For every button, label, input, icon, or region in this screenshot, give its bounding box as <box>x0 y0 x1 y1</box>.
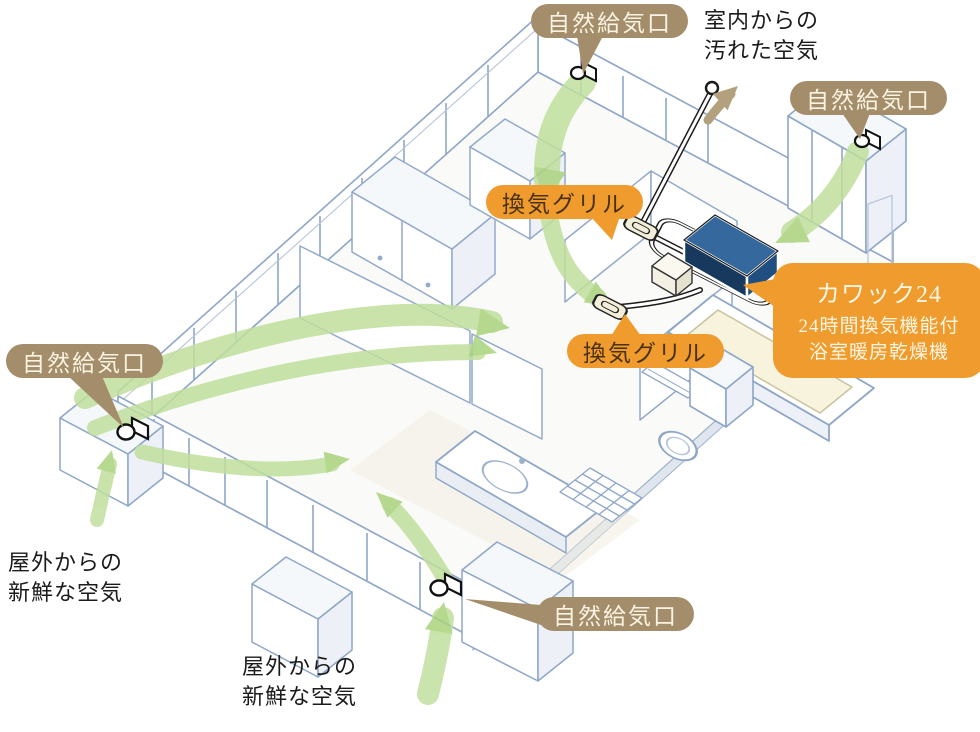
vent-grille-badge-upper: 換気グリル <box>486 185 643 240</box>
air-intake-vent-icon <box>116 416 150 441</box>
dirty-air-note: 室内からの 汚れた空気 <box>704 8 820 63</box>
badge-label: 自然給気口 <box>22 351 147 376</box>
airflow-arrow-icon <box>134 444 340 477</box>
badge-label: 自然給気口 <box>553 604 678 629</box>
exhaust-air-arrow-icon <box>703 86 738 125</box>
badge-label: 換気グリル <box>502 192 627 217</box>
airflow-arrow-icon <box>533 69 596 193</box>
exhaust-outlet-icon <box>704 80 720 96</box>
kawack-subtitle-1: 24時間換気機能付 <box>798 316 960 337</box>
fresh-air-note-bottom: 屋外からの 新鮮な空気 <box>242 654 358 709</box>
badge-label: 自然給気口 <box>547 11 672 36</box>
airflow-arrow-icon <box>540 206 607 307</box>
air-intake-vent-icon <box>429 572 463 597</box>
ducts <box>615 87 715 310</box>
badge-label: 換気グリル <box>583 341 708 366</box>
natural-intake-badge-right: 自然給気口 <box>790 81 947 139</box>
airflow-arrow-icon <box>382 497 455 590</box>
kawack-callout: カワック24 24時間換気機能付 浴室暖房乾燥機 <box>743 263 980 379</box>
kawack-title: カワック24 <box>816 282 942 308</box>
bottom-balcony <box>251 556 353 678</box>
ventilation-grille-icon <box>623 215 659 241</box>
natural-intake-badge-bottom: 自然給気口 <box>465 597 694 631</box>
vent-grille-badge-lower: 換気グリル <box>567 314 724 368</box>
airflow-arrow-icon <box>87 344 486 436</box>
kawack-subtitle-2: 浴室暖房乾燥機 <box>808 342 949 364</box>
fresh-air-note-left: 屋外からの 新鮮な空気 <box>8 550 124 605</box>
natural-intake-badge-top: 自然給気口 <box>531 4 688 74</box>
natural-intake-badge-left: 自然給気口 <box>6 344 163 428</box>
floor-grate <box>559 467 643 523</box>
badge-label: 自然給気口 <box>806 88 931 113</box>
closet-box <box>351 156 496 310</box>
